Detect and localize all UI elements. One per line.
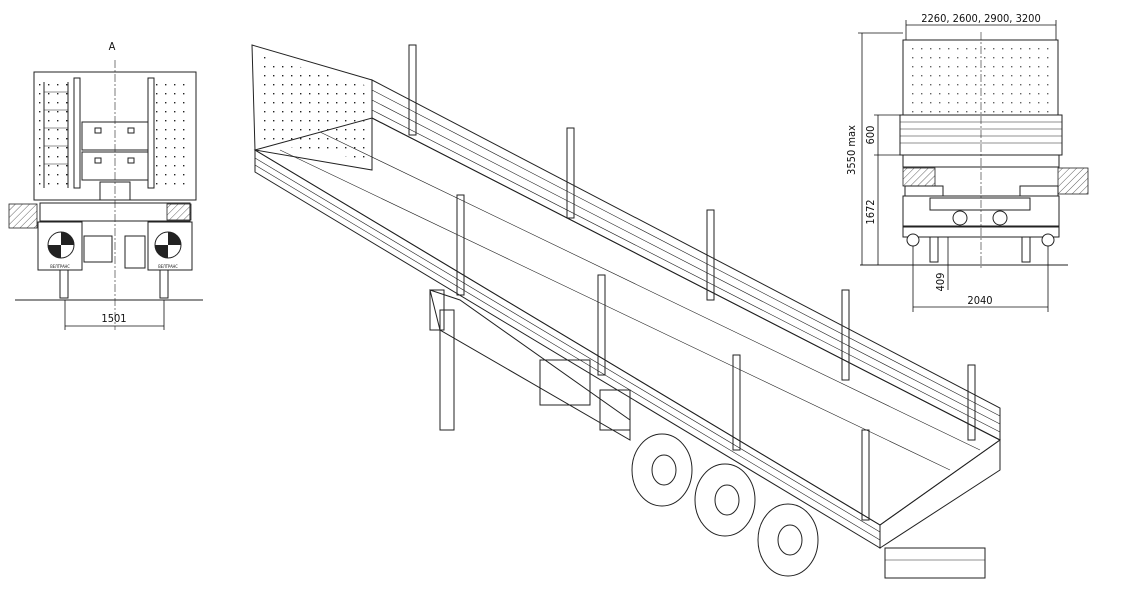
toolbox-lower <box>81 151 149 181</box>
headboard-panel <box>251 44 373 171</box>
svg-text:ВЕЛТРАНС: ВЕЛТРАНС <box>158 264 178 269</box>
rear-board <box>879 439 1001 549</box>
dimension-overall-height: 3550 max <box>845 125 858 175</box>
logo-left: ВЕЛТРАНС <box>47 231 75 269</box>
dimension-deck-height: 1672 <box>864 199 877 224</box>
isometric-view <box>251 44 1001 579</box>
logo-right: ВЕЛТРАНС <box>154 231 182 269</box>
rear-bumper <box>884 547 986 579</box>
rear-view: 2260, 2600, 2900, 3200 3550 max 600 1672 <box>845 12 1089 312</box>
dimension-track-rear: 2040 <box>967 294 992 307</box>
ladder <box>43 82 69 188</box>
near-stakes <box>456 194 870 521</box>
tool-box <box>539 359 591 406</box>
far-stakes <box>408 44 976 441</box>
dimension-track-front: 1501 <box>101 312 126 325</box>
deck <box>253 117 1001 526</box>
toolbox-upper <box>81 121 149 151</box>
rear-bumper-bar <box>902 226 1060 238</box>
wheels <box>631 433 819 577</box>
svg-text:ВЕЛТРАНС: ВЕЛТРАНС <box>50 264 70 269</box>
front-view: A ВЕЛТРАНС <box>8 40 203 330</box>
section-label: A <box>109 40 116 53</box>
dimension-ground-clearance: 409 <box>934 273 947 292</box>
dimension-width-options: 2260, 2600, 2900, 3200 <box>921 12 1041 25</box>
dimension-side-board: 600 <box>864 126 877 145</box>
far-side-board <box>371 79 1001 441</box>
landing-gear <box>439 309 455 431</box>
